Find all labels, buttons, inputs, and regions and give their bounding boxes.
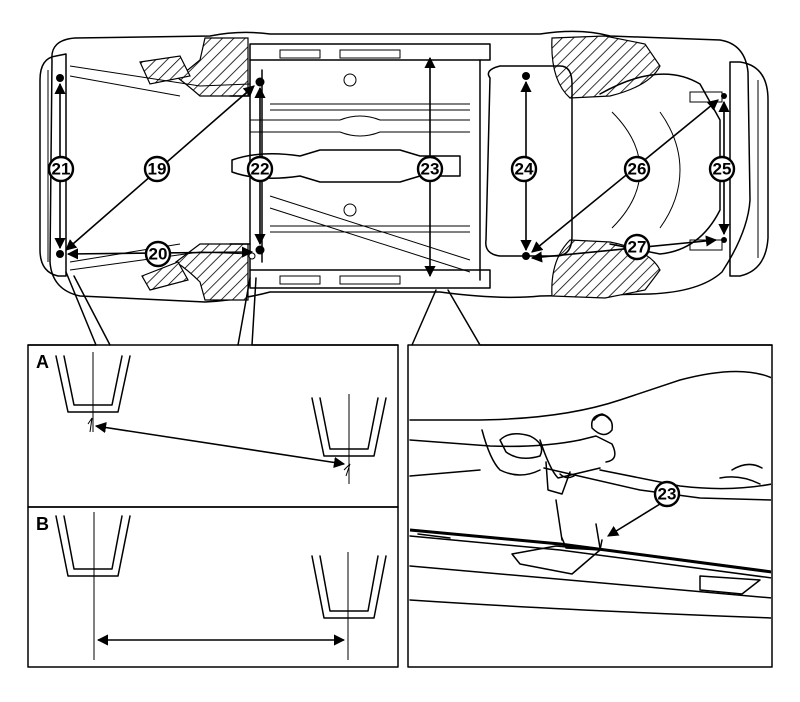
- callout-20: 20: [144, 240, 172, 268]
- panel-b-label: B: [36, 514, 49, 534]
- callout-23: 23: [416, 155, 444, 183]
- callout-22: 22: [246, 155, 274, 183]
- svg-text:19: 19: [148, 160, 167, 179]
- callout-21: 21: [47, 155, 75, 183]
- svg-text:27: 27: [628, 238, 647, 257]
- panel-a-label: A: [36, 352, 49, 372]
- callout-25: 25: [708, 155, 736, 183]
- panel-a: A: [27, 344, 399, 508]
- callout-19: 19: [143, 155, 171, 183]
- svg-text:21: 21: [52, 160, 71, 179]
- car-underbody: 21 19 22 23 24 26 25 20: [39, 30, 769, 303]
- front-bumper: [39, 53, 67, 277]
- svg-text:22: 22: [251, 160, 270, 179]
- rear-bumper: [729, 61, 769, 277]
- svg-text:23: 23: [658, 485, 677, 504]
- front-left-wheel-well: [177, 37, 249, 97]
- callout-24: 24: [510, 155, 538, 183]
- callout-26: 26: [623, 155, 651, 183]
- svg-text:24: 24: [515, 160, 534, 179]
- detail-callout-23: 23: [653, 480, 681, 508]
- rear-left-wheel-well: [551, 35, 661, 99]
- svg-text:26: 26: [628, 160, 647, 179]
- detail-panel-23: 23: [407, 344, 773, 668]
- svg-text:23: 23: [421, 160, 440, 179]
- svg-text:20: 20: [149, 245, 168, 264]
- svg-text:25: 25: [713, 160, 732, 179]
- panel-b: B: [27, 506, 399, 668]
- callout-27: 27: [623, 233, 651, 261]
